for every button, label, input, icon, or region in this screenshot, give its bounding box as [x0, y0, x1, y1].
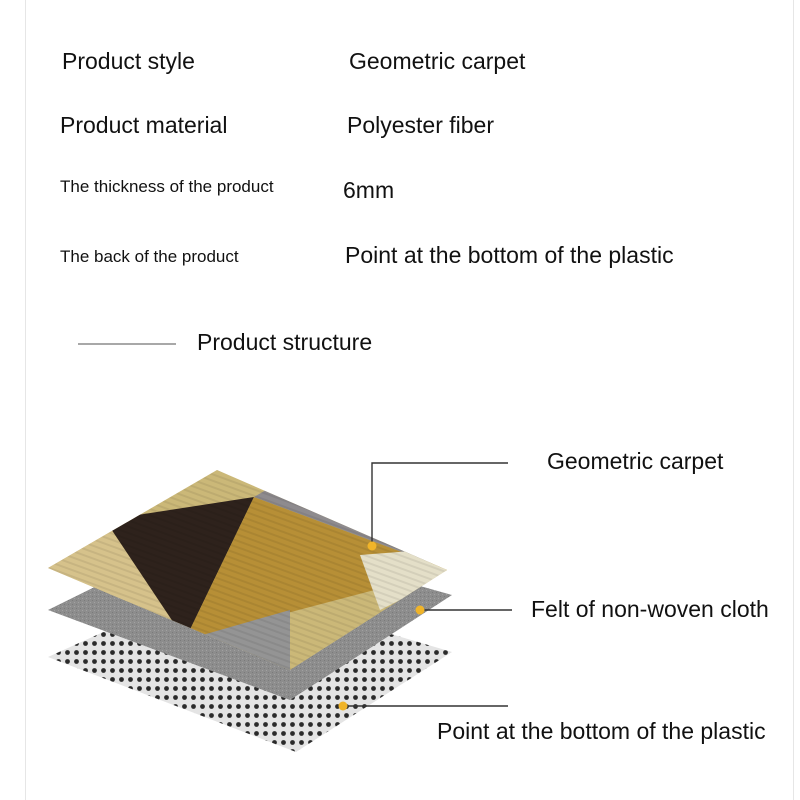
left-edge-line — [25, 0, 26, 800]
geometric-carpet-layer — [48, 470, 447, 670]
carpet-leader-line — [371, 462, 508, 545]
spec-label-material: Product material — [60, 112, 228, 138]
spec-label-thickness: The thickness of the product — [60, 177, 274, 196]
section-title: Product structure — [197, 329, 373, 355]
callout-label-felt: Felt of non-woven cloth — [531, 596, 769, 622]
spec-value-thickness: 6mm — [343, 177, 395, 203]
spec-label-style: Product style — [62, 48, 195, 74]
callout-label-carpet: Geometric carpet — [547, 448, 724, 474]
layer-structure-diagram — [48, 462, 512, 752]
plastic-marker — [338, 701, 348, 711]
spec-value-back: Point at the bottom of the plastic — [345, 242, 674, 268]
spec-label-back: The back of the product — [60, 247, 239, 266]
section-divider — [78, 343, 176, 345]
carpet-marker — [367, 541, 377, 551]
callout-label-plastic: Point at the bottom of the plastic — [437, 718, 766, 744]
spec-value-style: Geometric carpet — [349, 48, 526, 74]
felt-marker — [415, 605, 425, 615]
right-edge-line — [793, 0, 794, 800]
spec-value-material: Polyester fiber — [347, 112, 495, 138]
